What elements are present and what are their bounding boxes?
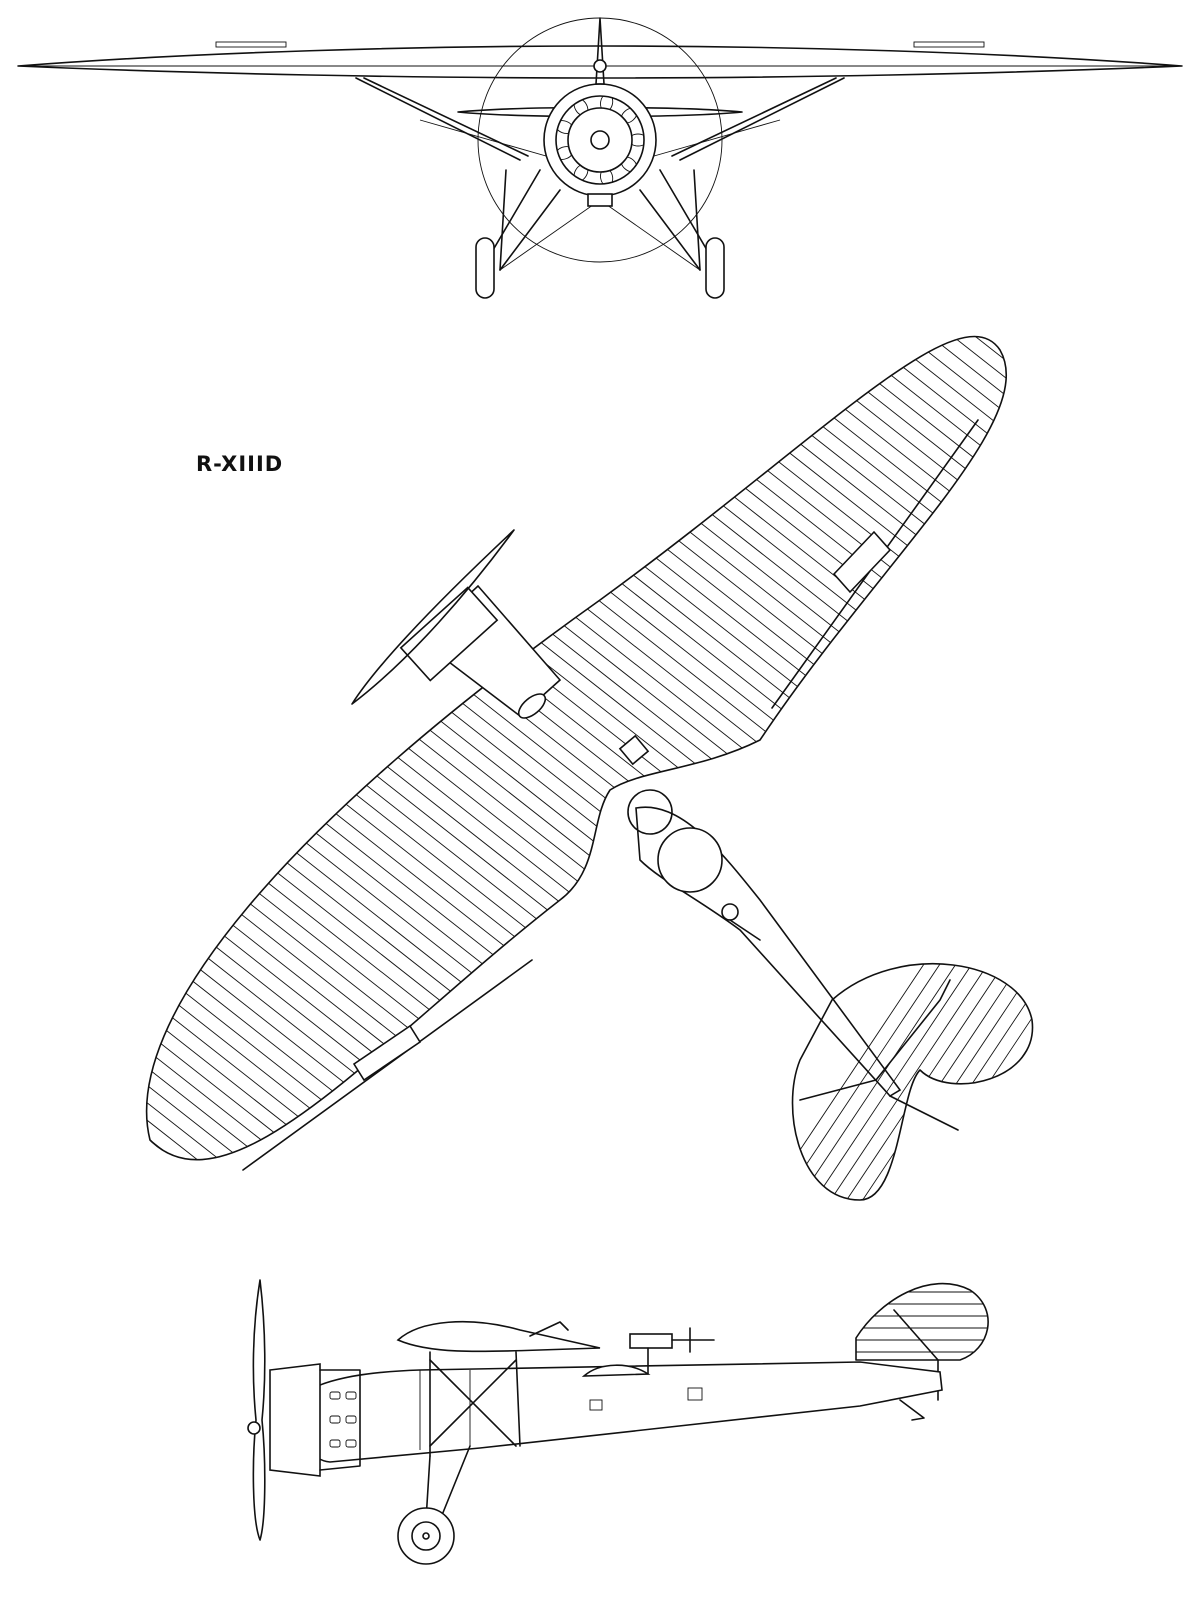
propeller-side: [247, 1279, 266, 1541]
spinner-side: [247, 1421, 261, 1435]
landing-gear-side: [397, 1445, 471, 1565]
front-cockpit: [627, 789, 673, 835]
lower-stub-wing: [457, 106, 743, 118]
left-wheel: [475, 237, 495, 299]
tailskid-side: [899, 1399, 925, 1421]
wing-struts-front: [355, 77, 845, 161]
engine-cowling-front: [543, 83, 657, 197]
machine-gun: [629, 1333, 673, 1349]
gunner-turret: [581, 1327, 715, 1377]
front-view: [17, 17, 1183, 299]
engine-side: [269, 1363, 361, 1477]
main-wheel: [397, 1507, 455, 1565]
rear-cockpit-ring: [657, 827, 723, 893]
aileron-hinge-left: [352, 1024, 422, 1082]
upper-wing-side: [396, 1320, 601, 1353]
side-hatch: [589, 1399, 603, 1411]
engine-plan: [399, 584, 562, 719]
fuselage-plan: [627, 789, 902, 1098]
landing-gear-front: [475, 169, 725, 299]
propeller-plan: [351, 529, 515, 705]
aircraft-designation-label: R-XIIID: [196, 452, 284, 476]
right-wheel: [705, 237, 725, 299]
aileron-hinge-right: [832, 530, 892, 594]
exhaust-ports-side: [329, 1391, 357, 1448]
fin-front: [593, 17, 607, 85]
exhaust-front: [587, 193, 613, 207]
fuselage-side: [299, 1361, 943, 1463]
cabane-struts-side: [429, 1351, 521, 1457]
wing-hatch: [618, 734, 650, 766]
spinner-plan: [517, 693, 547, 719]
